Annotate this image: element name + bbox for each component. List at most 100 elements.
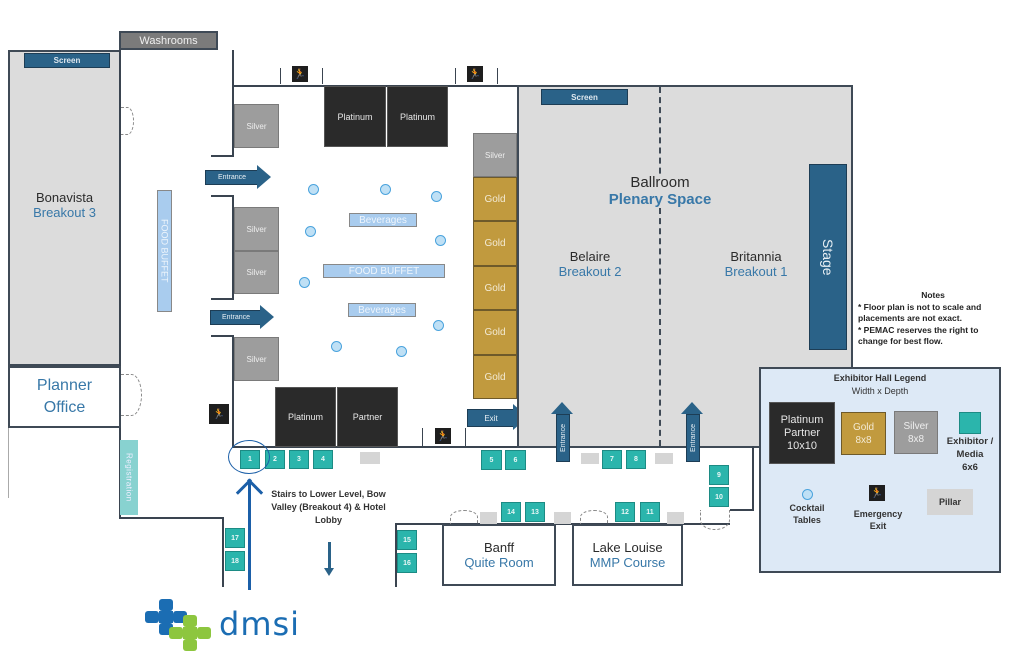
legend-title: Exhibitor Hall Legend <box>833 373 927 383</box>
emergency-exit-icon: 🏃 <box>467 66 483 82</box>
booth-label: Silver <box>484 150 505 160</box>
booth-exhibitor[interactable]: 17 <box>225 528 245 548</box>
room-divider <box>659 87 661 446</box>
pillar <box>581 453 599 464</box>
booth-partner[interactable]: Partner <box>337 387 398 447</box>
wall <box>119 50 121 518</box>
legend-label: 8x8 <box>907 433 925 445</box>
lake-louise-sub: MMP Course <box>589 555 666 570</box>
food-buffet-side-label: FOOD BUFFET <box>159 219 170 283</box>
booth-exhibitor[interactable]: 13 <box>525 502 545 522</box>
booth-label: Silver <box>246 224 267 234</box>
booth-silver[interactable]: Silver <box>234 337 279 381</box>
door <box>580 510 608 524</box>
booth-gold[interactable]: Gold <box>473 177 517 221</box>
booth-exhibitor[interactable]: 15 <box>397 530 417 550</box>
booth-gold[interactable]: Gold <box>473 355 517 399</box>
booth-exhibitor[interactable]: 5 <box>481 450 502 470</box>
wall <box>211 335 234 337</box>
booth-label: Partner <box>352 412 383 422</box>
legend-label: Cocktail <box>789 503 825 513</box>
booth-exhibitor[interactable]: 7 <box>602 450 622 469</box>
dmsi-logo: dmsi <box>143 597 323 657</box>
booth-exhibitor[interactable]: 11 <box>640 502 660 522</box>
room-planner-office[interactable]: Planner Office <box>8 366 121 428</box>
belaire-name: Belaire <box>569 249 611 264</box>
ballroom-sub: Plenary Space <box>608 191 712 208</box>
legend-label: 10x10 <box>787 439 817 452</box>
pillar <box>554 512 571 524</box>
room-banff[interactable]: Banff Quite Room <box>442 524 556 586</box>
booth-exhibitor[interactable]: 3 <box>289 450 309 469</box>
registration-label: Registration <box>124 453 134 502</box>
door <box>700 510 730 530</box>
pillar <box>480 512 497 524</box>
booth-number: 15 <box>403 536 411 544</box>
wall <box>752 446 754 511</box>
wall <box>232 335 234 447</box>
booth-exhibitor[interactable]: 8 <box>626 450 646 469</box>
booth-label: Platinum <box>287 412 323 422</box>
booth-platinum[interactable]: Platinum <box>324 86 386 147</box>
banff-name: Banff <box>483 540 515 555</box>
booth-number: 18 <box>231 557 239 565</box>
stage: Stage <box>809 164 847 350</box>
booth-label: Gold <box>484 327 506 338</box>
cocktail-table <box>396 346 407 357</box>
ballroom-name: Ballroom <box>630 174 690 191</box>
legend-label: Media <box>956 449 984 460</box>
emergency-exit-icon: 🏃 <box>209 404 229 424</box>
legend-label: Platinum <box>780 413 824 426</box>
booth-exhibitor[interactable]: 18 <box>225 551 245 571</box>
door <box>450 510 478 524</box>
room-bonavista[interactable] <box>8 50 121 366</box>
booth-gold[interactable]: Gold <box>473 221 517 266</box>
room-lake-louise[interactable]: Lake Louise MMP Course <box>572 524 683 586</box>
booth-gold[interactable]: Gold <box>473 310 517 355</box>
booth-platinum[interactable]: Platinum <box>275 387 336 447</box>
legend-label: 6x6 <box>962 462 978 473</box>
booth-number: 12 <box>621 508 629 516</box>
legend: Exhibitor Hall Legend Width x Depth Plat… <box>759 367 1001 573</box>
legend-label: Partner <box>783 426 821 439</box>
entrance-label: Entrance <box>217 174 247 181</box>
bonavista-screen: Screen <box>24 53 110 68</box>
cocktail-table <box>299 277 310 288</box>
booth-exhibitor[interactable]: 16 <box>397 553 417 573</box>
booth-exhibitor[interactable]: 12 <box>615 502 635 522</box>
emergency-exit-icon: 🏃 <box>435 428 451 444</box>
booth-number: 13 <box>531 508 539 516</box>
cocktail-table <box>431 191 442 202</box>
booth-silver[interactable]: Silver <box>473 133 517 177</box>
booth-exhibitor[interactable]: 6 <box>505 450 526 470</box>
legend-label: Exit <box>869 521 887 531</box>
booth-label: Platinum <box>399 111 435 122</box>
notes: Notes * Floor plan is not to scale and p… <box>858 290 1008 348</box>
booth-silver[interactable]: Silver <box>234 207 279 251</box>
wall <box>211 155 234 157</box>
ballroom-labels: Ballroom Plenary Space <box>560 174 760 208</box>
booth-exhibitor[interactable]: 9 <box>709 465 729 485</box>
entrance-label: Entrance <box>221 314 251 321</box>
booth-silver[interactable]: Silver <box>234 251 279 294</box>
lake-louise-name: Lake Louise <box>592 540 663 555</box>
booth-exhibitor[interactable]: 14 <box>501 502 521 522</box>
booth-number: 14 <box>507 508 515 516</box>
booth-number: 16 <box>403 559 411 567</box>
booth-silver[interactable]: Silver <box>234 104 279 148</box>
pillar <box>655 453 673 464</box>
wall <box>232 446 752 448</box>
booth-gold[interactable]: Gold <box>473 266 517 310</box>
wall <box>465 428 466 446</box>
booth-exhibitor[interactable]: 4 <box>313 450 333 469</box>
booth-label: Gold <box>484 282 506 294</box>
notes-title: Notes <box>921 290 945 300</box>
booth-exhibitor[interactable]: 10 <box>709 487 729 507</box>
banff-sub: Quite Room <box>464 555 534 570</box>
beverages-bottom: Beverages <box>348 303 416 317</box>
stairs-direction: Stairs to Lower Level, Bow Valley (Break… <box>266 488 391 527</box>
legend-label: 8x8 <box>855 434 872 446</box>
wall <box>8 428 9 498</box>
booth-platinum[interactable]: Platinum <box>387 86 448 147</box>
booth-number: 7 <box>610 456 614 463</box>
